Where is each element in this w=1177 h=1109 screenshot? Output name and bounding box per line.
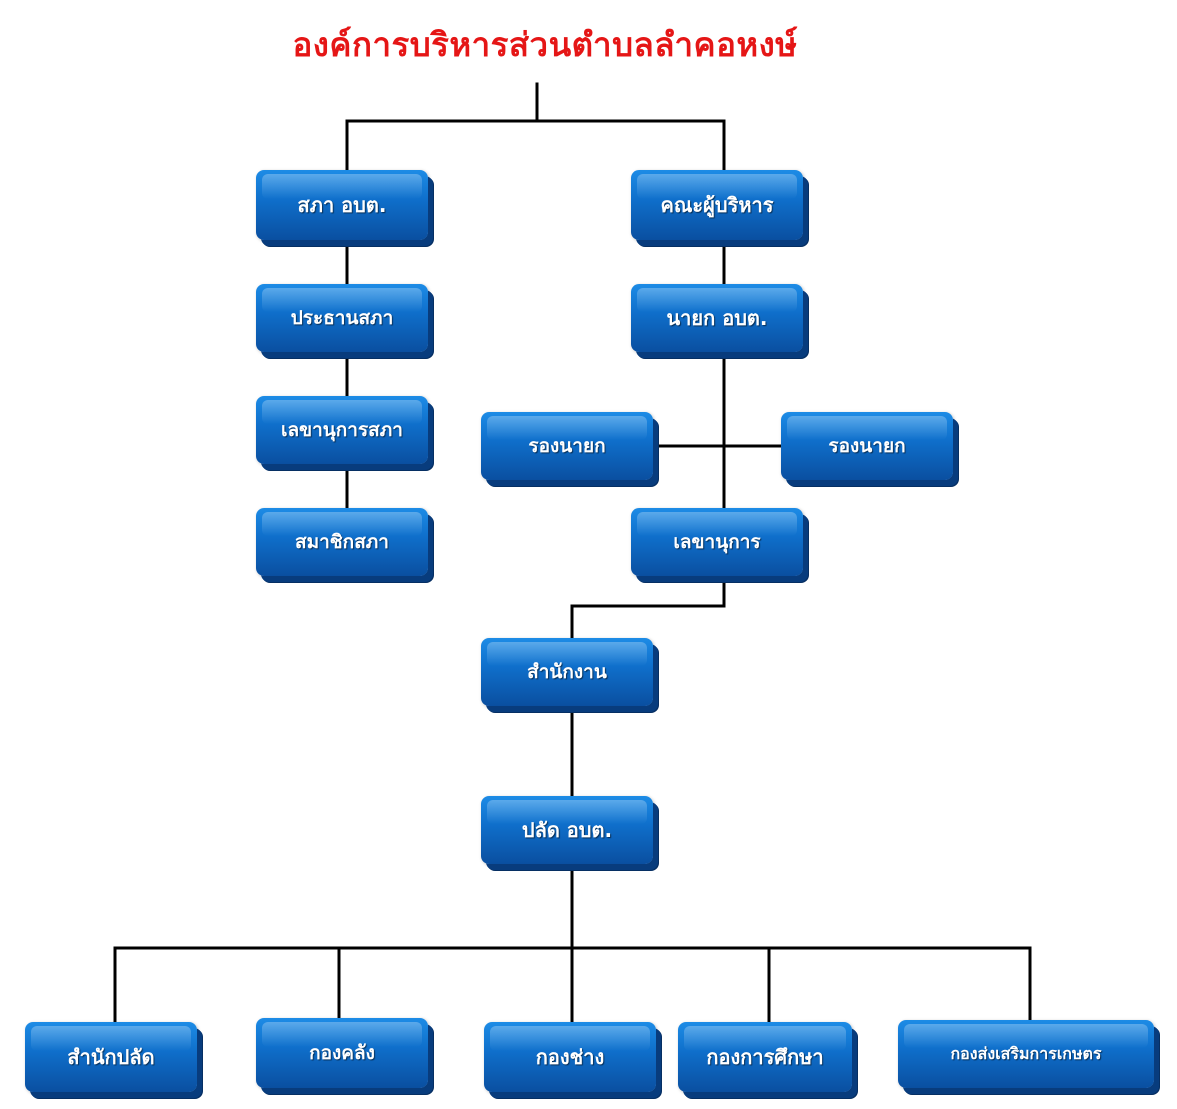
node-label: รองนายก xyxy=(528,435,606,457)
node-label: เลขานุการสภา xyxy=(281,419,403,441)
node-council: สภา อบต. xyxy=(256,170,428,240)
node-label: กองคลัง xyxy=(309,1042,375,1064)
node-mayor: นายก อบต. xyxy=(631,284,803,352)
node-label: รองนายก xyxy=(828,435,906,457)
node-executives: คณะผู้บริหาร xyxy=(631,170,803,240)
node-agriculture-division: กองส่งเสริมการเกษตร xyxy=(898,1020,1154,1088)
node-label: กองช่าง xyxy=(535,1045,605,1069)
node-engineering-division: กองช่าง xyxy=(484,1022,656,1092)
node-finance-division: กองคลัง xyxy=(256,1018,428,1088)
node-label: สมาชิกสภา xyxy=(295,531,389,553)
node-deputy-right: รองนายก xyxy=(781,412,953,480)
node-secretary: เลขานุการ xyxy=(631,508,803,576)
node-label: กองส่งเสริมการเกษตร xyxy=(950,1043,1102,1063)
node-label: คณะผู้บริหาร xyxy=(660,193,774,217)
node-label: สำนักงาน xyxy=(527,661,607,683)
node-permanent-secretary: ปลัด อบต. xyxy=(481,796,653,864)
node-label: ประธานสภา xyxy=(290,307,394,329)
node-label: นายก อบต. xyxy=(666,306,768,330)
node-label: เลขานุการ xyxy=(673,531,761,553)
node-council-secretary: เลขานุการสภา xyxy=(256,396,428,464)
node-label: สภา อบต. xyxy=(297,193,387,217)
node-council-member: สมาชิกสภา xyxy=(256,508,428,576)
chart-title: องค์การบริหารส่วนตำบลลำคอหงษ์ xyxy=(292,25,798,64)
node-council-president: ประธานสภา xyxy=(256,284,428,352)
node-office: สำนักงาน xyxy=(481,638,653,706)
node-deputy-left: รองนายก xyxy=(481,412,653,480)
node-label: กองการศึกษา xyxy=(706,1045,824,1069)
node-label: ปลัด อบต. xyxy=(521,818,613,842)
node-office-of-secretary: สำนักปลัด xyxy=(25,1022,197,1092)
node-education-division: กองการศึกษา xyxy=(678,1022,852,1092)
node-label: สำนักปลัด xyxy=(67,1045,155,1069)
